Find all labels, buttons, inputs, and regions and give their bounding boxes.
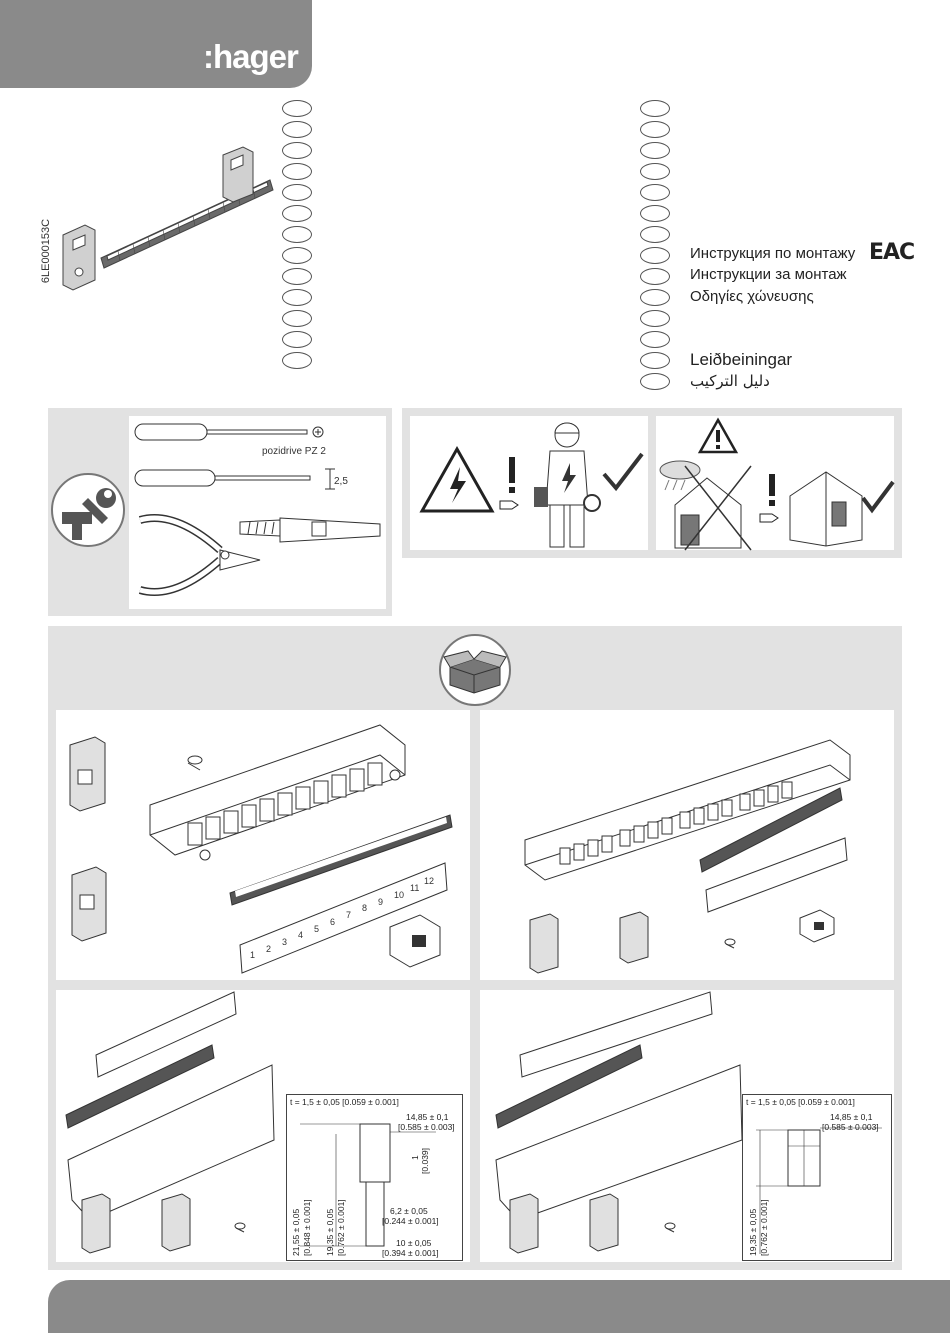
dim-gap-inch: [0.039] (420, 1148, 430, 1174)
dim-height: 19,35 ± 0,05 (748, 1208, 758, 1256)
dim-outer-height: 21,55 ± 0,05 (291, 1208, 301, 1256)
language-oval[interactable] (640, 289, 670, 306)
dim-width-inch: [0.585 ± 0.003] (398, 1122, 455, 1132)
pozidrive-screwdriver-icon (134, 423, 324, 441)
exclamation-icon (759, 474, 779, 523)
language-oval[interactable] (282, 352, 312, 369)
language-oval[interactable] (640, 100, 670, 117)
variant-3-illustration (65, 991, 275, 1254)
language-oval[interactable] (640, 163, 670, 180)
checkmark-icon (861, 480, 895, 514)
lang-russian: Инструкция по монтажу (690, 245, 856, 262)
dim-gap: 1 (410, 1155, 420, 1160)
lang-greek: Οδηγίες χώνευσης (690, 288, 814, 305)
variant-2-illustration (524, 739, 851, 974)
language-oval[interactable] (282, 268, 312, 285)
variant-4-illustration (495, 991, 743, 1254)
product-illustration (62, 146, 274, 291)
lang-arabic: دليل التركيب (690, 372, 770, 390)
language-oval[interactable] (640, 373, 670, 390)
language-oval[interactable] (640, 226, 670, 243)
language-oval[interactable] (640, 205, 670, 222)
document-code: 6LE000153C (36, 205, 56, 305)
dim-slot: 6,2 ± 0,05 (390, 1206, 428, 1216)
language-oval[interactable] (282, 184, 312, 201)
lang-bulgarian: Инструкции за монтаж (690, 266, 847, 283)
language-oval[interactable] (282, 163, 312, 180)
exclamation-icon (499, 457, 519, 510)
dim-width: 14,85 ± 0,1 (406, 1112, 449, 1122)
language-oval[interactable] (640, 331, 670, 348)
dim-outer-height-inch: [0.848 ± 0.001] (302, 1199, 312, 1256)
label-number: 8 (362, 903, 368, 913)
cutter-knife-icon (239, 517, 381, 543)
brand-header-tab: :hager (0, 0, 312, 88)
language-oval[interactable] (282, 331, 312, 348)
label-number: 6 (330, 917, 336, 927)
tools-panel (48, 408, 392, 616)
language-oval[interactable] (282, 142, 312, 159)
tools-list (129, 416, 386, 609)
box-contents-icon (439, 634, 511, 706)
electrician-icon (534, 422, 601, 548)
dim-base: 10 ± 0,05 (396, 1238, 432, 1248)
pozidrive-label: pozidrive PZ 2 (262, 446, 326, 457)
language-oval[interactable] (282, 310, 312, 327)
eac-mark: EAC (869, 240, 915, 265)
language-oval[interactable] (640, 142, 670, 159)
flat-blade-dimension: 2,5 (334, 476, 348, 487)
dim-height-inch: [0.762 ± 0.001] (759, 1199, 769, 1256)
dim-thickness: t = 1,5 ± 0,05 [0.059 ± 0.001] (746, 1097, 855, 1107)
label-number: 1 (250, 950, 256, 960)
dim-inner-height-inch: [0.762 ± 0.001] (336, 1199, 346, 1256)
label-number: 4 (298, 930, 304, 940)
language-oval[interactable] (640, 247, 670, 264)
checkmark-icon (602, 452, 644, 492)
cutout-drawing-left (300, 1123, 436, 1247)
dim-inner-height: 19,35 ± 0,05 (325, 1208, 335, 1256)
label-number: 10 (394, 890, 405, 900)
language-oval[interactable] (640, 310, 670, 327)
footer-bar (48, 1280, 950, 1333)
dim-thickness: t = 1,5 ± 0,05 [0.059 ± 0.001] (290, 1097, 399, 1107)
language-oval[interactable] (640, 268, 670, 285)
dim-slot-inch: [0.244 ± 0.001] (382, 1216, 439, 1226)
outdoor-house-crossed-icon (659, 460, 752, 551)
warning-triangle-icon (697, 417, 739, 454)
language-oval[interactable] (282, 289, 312, 306)
language-oval[interactable] (640, 352, 670, 369)
label-number: 11 (410, 883, 420, 893)
hager-logo: :hager (203, 38, 299, 75)
document-code-text: 6LE000153C (40, 218, 52, 284)
high-voltage-warning-icon (419, 445, 495, 513)
cutout-drawing-right (756, 1127, 882, 1254)
dim-base-inch: [0.394 ± 0.001] (382, 1248, 439, 1258)
flat-screwdriver-icon (134, 468, 335, 490)
language-oval[interactable] (282, 121, 312, 138)
variant-1-illustration (69, 724, 453, 974)
pliers-icon (138, 514, 261, 596)
dim-width: 14,85 ± 0,1 (830, 1112, 873, 1122)
language-oval[interactable] (282, 205, 312, 222)
lang-icelandic: Leiðbeiningar (690, 350, 793, 369)
label-number: 3 (282, 937, 288, 947)
tools-circle-icon (51, 473, 125, 547)
language-oval[interactable] (282, 247, 312, 264)
label-number: 9 (378, 897, 384, 907)
label-number: 7 (346, 910, 352, 920)
language-oval[interactable] (282, 226, 312, 243)
label-number: 2 (266, 944, 272, 954)
language-oval[interactable] (282, 100, 312, 117)
language-oval[interactable] (640, 121, 670, 138)
dim-width-inch: [0.585 ± 0.003] (822, 1122, 879, 1132)
language-oval[interactable] (640, 184, 670, 201)
label-number: 5 (314, 924, 320, 934)
indoor-house-icon (789, 471, 863, 547)
label-number: 12 (424, 876, 435, 886)
